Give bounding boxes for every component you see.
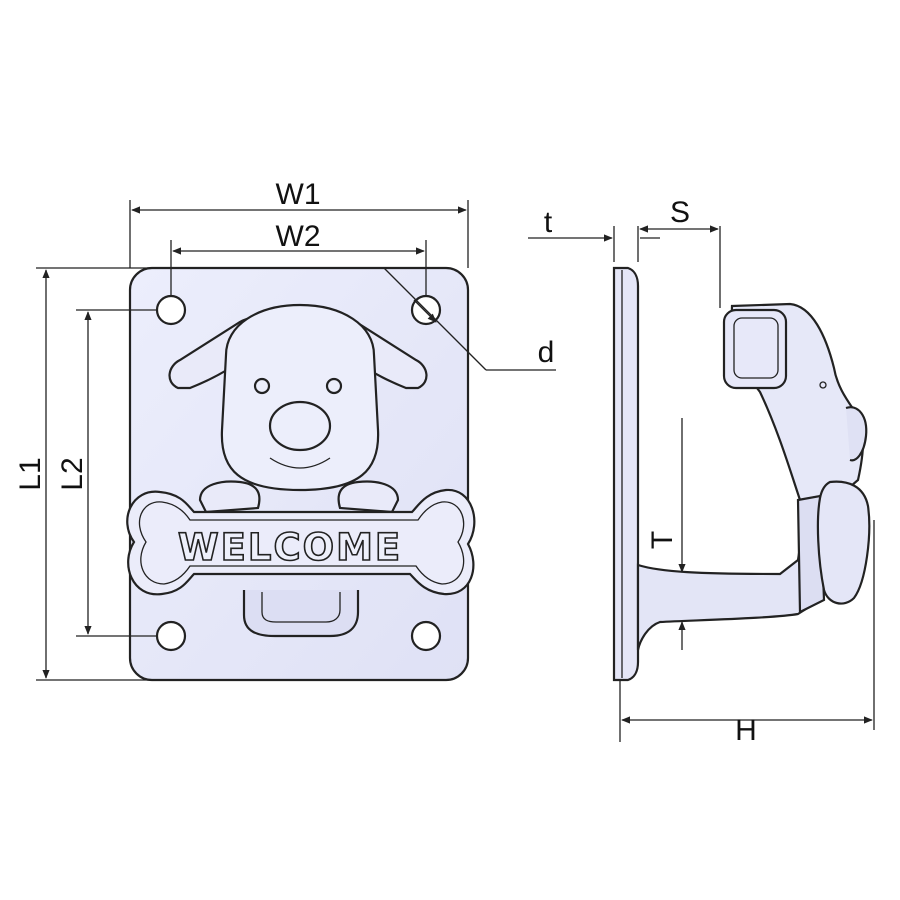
mounting-hole-top-left xyxy=(155,294,187,326)
bone-sign xyxy=(126,488,476,596)
side-hook-roller xyxy=(816,480,871,605)
dog-nose xyxy=(268,400,332,452)
side-hook-knob xyxy=(845,406,868,462)
dimension-t: t xyxy=(528,206,660,262)
mounting-hole-bottom-left xyxy=(155,620,187,652)
dog-mouth xyxy=(269,457,331,469)
dog-eye-right xyxy=(325,377,343,395)
label-w1: W1 xyxy=(276,178,321,211)
plate-handle-loop xyxy=(242,590,360,638)
bone-sign-inner xyxy=(138,501,465,585)
label-d: d xyxy=(538,336,555,369)
dimension-s: S xyxy=(639,196,721,308)
plate-welcome-text: WELCOME xyxy=(178,526,402,569)
side-view-hook xyxy=(612,266,871,682)
label-big-t: T xyxy=(646,531,679,549)
mounting-hole-bottom-right xyxy=(410,620,442,652)
side-hook-cap xyxy=(722,308,788,390)
side-hook-rivet xyxy=(819,381,827,389)
side-arm xyxy=(636,497,832,651)
dimension-w2: W2 xyxy=(170,220,427,296)
label-s: S xyxy=(670,196,690,229)
label-l2: L2 xyxy=(56,457,89,490)
label-w2: W2 xyxy=(276,220,321,253)
dimension-l1: L1 xyxy=(14,267,150,681)
dimension-d: d xyxy=(383,267,556,371)
dimension-w1: W1 xyxy=(129,178,469,268)
dimension-big-t: T xyxy=(646,418,686,650)
label-t: t xyxy=(544,206,553,239)
dog-paw-left xyxy=(198,480,261,514)
dog-head xyxy=(220,303,380,492)
dimension-l2: L2 xyxy=(56,309,157,637)
label-l1: L1 xyxy=(14,457,47,490)
front-view-plate: WELCOME xyxy=(126,266,476,682)
dimension-h: H xyxy=(619,520,875,747)
label-h: H xyxy=(735,714,757,747)
plate-handle-inner xyxy=(261,592,341,623)
side-hook-cap-inner xyxy=(733,317,779,379)
dog-eye-left xyxy=(253,377,271,395)
dog-paw-right xyxy=(337,480,400,514)
side-back-plate xyxy=(612,266,640,682)
